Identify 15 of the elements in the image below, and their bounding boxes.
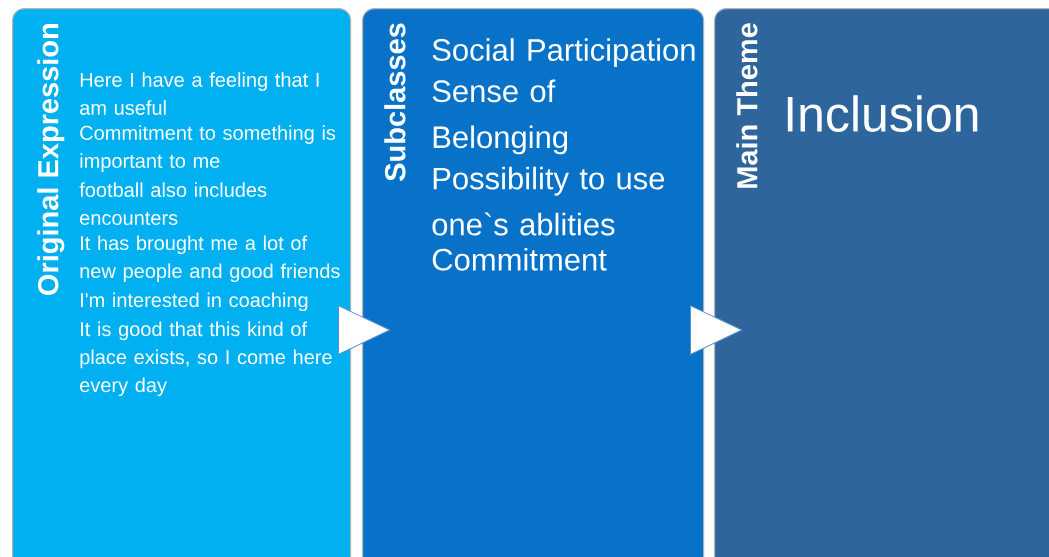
item-text: It is good that this kind of place exists, so I come here every day <box>80 321 332 397</box>
item-text: Commitment <box>432 247 607 271</box>
arrow <box>689 305 743 355</box>
heading-text: Main Theme <box>736 23 758 188</box>
item-text: Social Participation <box>432 38 695 68</box>
item-text: I'm interested in coaching <box>81 292 308 312</box>
arrow <box>337 305 391 355</box>
item-text: Possibility to use one`s ablities <box>432 166 665 236</box>
item-text: Sense of Belonging <box>432 79 568 155</box>
heading-text: Subclasses <box>384 23 406 181</box>
heading-text: Original Expression <box>37 24 65 295</box>
item-text: Inclusion <box>787 95 978 132</box>
item-text: Here I have a feeling that I am useful <box>80 72 319 115</box>
item-text: It has brought me a lot of new people and good friends <box>80 235 340 283</box>
item-text: football also includes encounters <box>79 182 267 225</box>
